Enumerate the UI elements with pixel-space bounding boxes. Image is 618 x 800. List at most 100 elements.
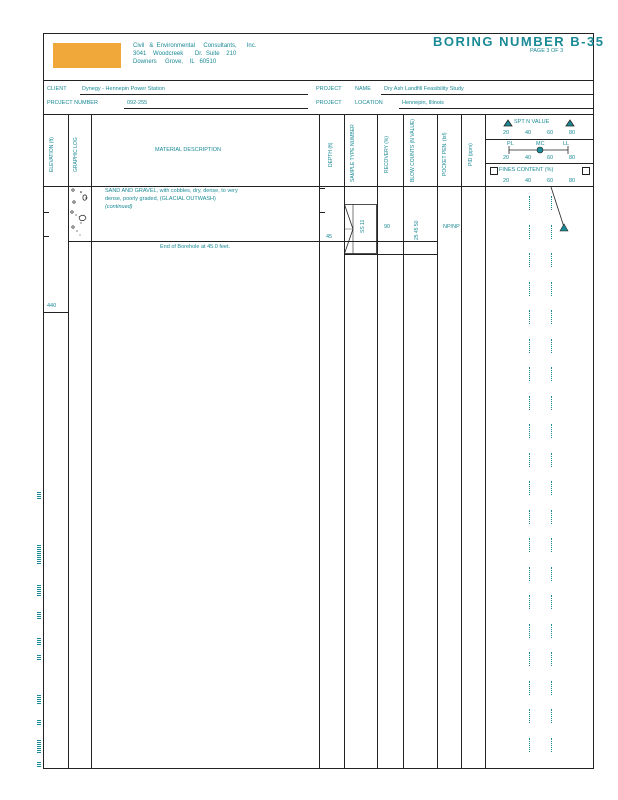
project-number-label: PROJECT NUMBER (47, 100, 98, 106)
gridline-dot-segment (529, 652, 530, 666)
elevation-440-label: 440 (47, 303, 57, 309)
project-number-value: 092-255 (127, 100, 148, 106)
spt-tick-40: 40 (525, 130, 532, 136)
gridline-dot-segment (551, 595, 552, 609)
gridline-dot-segment (529, 538, 530, 552)
mc-tick-40: 40 (525, 155, 532, 161)
depth-tick-2 (319, 212, 325, 213)
project-name-underline (381, 94, 593, 95)
gridline-dot-segment (551, 338, 552, 353)
material-description-line-1: SAND AND GRAVEL, with cobbles, dry, dens… (105, 188, 238, 194)
pl-label: PL (507, 141, 514, 147)
company-address: Civil & Environmental Consultants, Inc.3… (133, 42, 256, 66)
ll-label: LL (563, 141, 570, 147)
gridline-dot-segment (529, 281, 530, 296)
gridline-dot-segment (551, 310, 552, 324)
client-label: CLIENT (47, 86, 67, 92)
fines-tick-40: 40 (525, 178, 532, 184)
mc-tick-60: 60 (547, 155, 554, 161)
fines-tick-80: 80 (569, 178, 576, 184)
project-location-underline (399, 108, 593, 109)
mc-divider (485, 163, 594, 164)
material-description-line-3: (continued) (105, 204, 133, 210)
margin-mark (37, 612, 41, 620)
spt-tick-80: 80 (569, 130, 576, 136)
boring-number-title: BORING NUMBER B-35 (433, 34, 605, 49)
gridline-dot-segment (551, 253, 552, 267)
material-description-header: MATERIAL DESCRIPTION (155, 147, 222, 153)
sample-number: SS 11 (360, 219, 366, 233)
graphic-log-gravel-icon (70, 188, 88, 236)
end-of-borehole-text: End of Borehole at 45.0 feet. (160, 244, 231, 250)
gridline-dot-segment (551, 623, 552, 638)
company-logo (53, 43, 121, 68)
gridline-dot-segment (551, 424, 552, 438)
address-line-1: Civil & Environmental Consultants, Inc. (133, 43, 257, 49)
gridline-dot-segment (529, 737, 530, 752)
gridline-dot-segment (529, 224, 530, 239)
mc-tick-80: 80 (569, 155, 576, 161)
graphic-log-header: GRAPHIC LOG (73, 137, 79, 173)
gridline-dot-segment (529, 452, 530, 467)
pocket-pen-value: NP/NP (443, 224, 460, 230)
col-divider-6 (403, 114, 404, 769)
depth-header: DEPTH (ft) (328, 142, 334, 168)
col-divider-9 (485, 114, 486, 769)
project-name-label: PROJECT (316, 86, 342, 92)
gridline-dot-segment (529, 310, 530, 324)
gridline-dot-segment (551, 224, 552, 239)
spt-tick-60: 60 (547, 130, 554, 136)
margin-mark (37, 695, 41, 705)
elevation-header: ELEVATION (ft) (49, 137, 55, 173)
fines-tick-20: 20 (503, 178, 510, 184)
split-spoon-sample-icon (344, 204, 377, 254)
fines-square-icon (490, 167, 498, 175)
project-location-label: PROJECT (316, 100, 342, 106)
margin-mark (37, 720, 41, 726)
spt-divider (485, 139, 594, 140)
gridline-dot-segment (551, 680, 552, 695)
col-divider-2 (91, 114, 92, 769)
project-name-label-2: NAME (355, 86, 371, 92)
col-divider-8 (461, 114, 462, 769)
gridline-dot-segment (529, 253, 530, 267)
end-of-borehole-line (68, 241, 437, 242)
boring-log-sheet (43, 33, 594, 769)
col-divider-3 (319, 114, 320, 769)
gridline-dot-segment (551, 395, 552, 410)
fines-content-label: FINES CONTENT (%) (499, 167, 554, 173)
elevation-440-line (43, 312, 68, 313)
gridline-dot-segment (551, 709, 552, 723)
page-indicator: PAGE 3 OF 3 (530, 48, 564, 54)
recovery-value: 90 (384, 224, 391, 230)
spt-triangle-icon (503, 119, 513, 127)
gridline-dot-segment (551, 196, 552, 210)
gridline-dot-segment (551, 367, 552, 381)
col-divider-7 (437, 114, 438, 769)
project-location-value: Hennepin, Illinois (402, 100, 444, 106)
pocket-pen-header: POCKET PEN. (tsf) (442, 132, 448, 176)
gridline-dot-segment (529, 395, 530, 410)
elevation-tick-1 (43, 212, 49, 213)
margin-mark (37, 492, 41, 500)
header-divider (43, 80, 594, 81)
material-description-line-2: dense, poorly graded, (GLACIAL OUTWASH) (105, 196, 216, 202)
gridline-dot-segment (551, 737, 552, 752)
mc-tick-20: 20 (503, 155, 510, 161)
client-value: Dynegy - Hennepin Power Station (82, 86, 165, 92)
depth-45-label: 45 (326, 234, 333, 240)
col-divider-1 (68, 114, 69, 769)
spt-plot-line (550, 186, 569, 232)
gridline-dot-segment (529, 623, 530, 638)
gridline-dot-segment (551, 452, 552, 467)
gridline-dot-segment (529, 509, 530, 524)
recovery-header: RECOVERY (%) (384, 135, 390, 173)
spt-tick-20: 20 (503, 130, 510, 136)
project-number-underline (124, 108, 308, 109)
table-top-line (43, 114, 594, 115)
blow-counts-header: BLOW COUNTS (N VALUE) (410, 119, 416, 182)
fines-square-icon-right (582, 167, 590, 175)
gridline-dot-segment (529, 595, 530, 609)
gridline-dot-segment (551, 538, 552, 552)
margin-mark (37, 638, 41, 646)
